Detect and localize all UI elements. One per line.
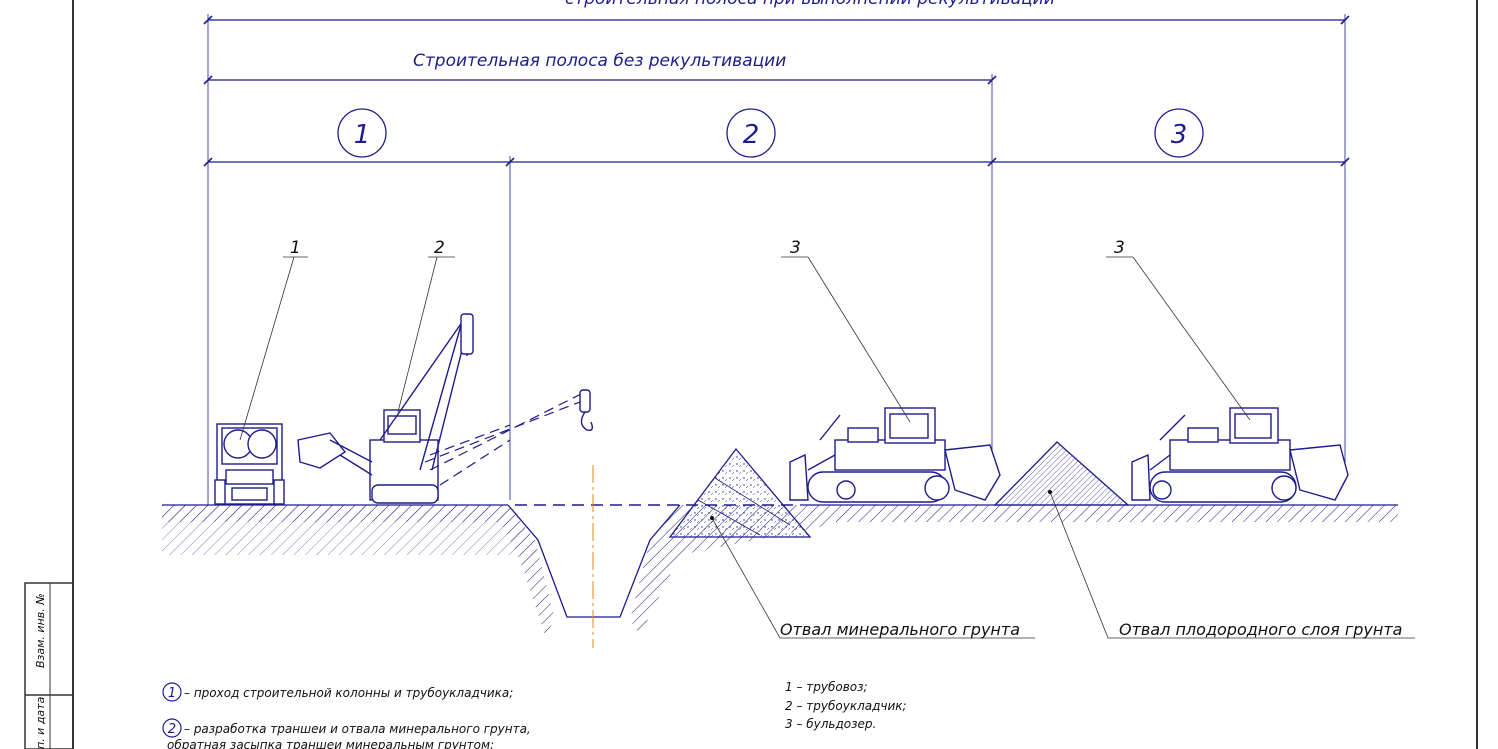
dimension-lines xyxy=(203,14,1350,505)
callout-label-3b: 3 xyxy=(1114,238,1125,258)
zone-marker-3: 3 xyxy=(1154,108,1204,158)
legend-machine-3: 3 – бульдозер. xyxy=(785,717,876,731)
legend-machines: 1 – трубовоз; 2 – трубоукладчик; 3 – бул… xyxy=(785,680,907,731)
stamp-top-cell: Взам. инв. № xyxy=(34,593,47,668)
dimension-outer-label: строительная полоса при выполнении рекул… xyxy=(565,0,1055,9)
svg-text:обратная засыпка траншеи минер: обратная засыпка траншеи минеральным гру… xyxy=(167,738,494,749)
callout-label-2: 2 xyxy=(434,238,445,258)
callout-label-3a: 3 xyxy=(790,238,801,258)
dimension-inner-label: Строительная полоса без рекультивации xyxy=(413,51,786,71)
mineral-spoil-label: Отвал минерального грунта xyxy=(780,620,1020,639)
bulldozer-2 xyxy=(1131,407,1349,503)
pipelayer xyxy=(297,313,594,504)
svg-text:2: 2 xyxy=(743,120,760,150)
svg-text:2: 2 xyxy=(168,722,176,737)
bulldozer-1 xyxy=(789,407,1001,503)
svg-text:1: 1 xyxy=(168,686,176,701)
svg-text:– проход строительной колонны: – проход строительной колонны и трубоукл… xyxy=(184,686,513,700)
legend-machine-1: 1 – трубовоз; xyxy=(785,680,868,694)
svg-text:3: 3 xyxy=(1171,120,1188,150)
svg-text:– разработка траншеи и отвала: – разработка траншеи и отвала минерально… xyxy=(184,722,531,736)
legend-zone-2: 2 – разработка траншеи и отвала минераль… xyxy=(162,718,531,749)
fertile-soil-pile xyxy=(993,441,1130,506)
fertile-soil-label: Отвал плодородного слоя грунта xyxy=(1119,620,1402,639)
title-stamp: Взам. инв. № п. и дата xyxy=(24,582,74,749)
zone-marker-1: 1 xyxy=(337,108,387,158)
callout-leaders xyxy=(239,256,1415,639)
callout-label-1: 1 xyxy=(290,238,301,258)
legend-zone-1: 1 – проход строительной колонны и трубоу… xyxy=(162,682,513,702)
zone-marker-2: 2 xyxy=(726,108,776,158)
stamp-bottom-cell: п. и дата xyxy=(34,696,47,749)
pipe-carrier xyxy=(214,423,285,505)
mineral-spoil-pile xyxy=(668,447,812,538)
legend-machine-2: 2 – трубоукладчик; xyxy=(785,699,907,713)
svg-text:1: 1 xyxy=(354,120,371,150)
